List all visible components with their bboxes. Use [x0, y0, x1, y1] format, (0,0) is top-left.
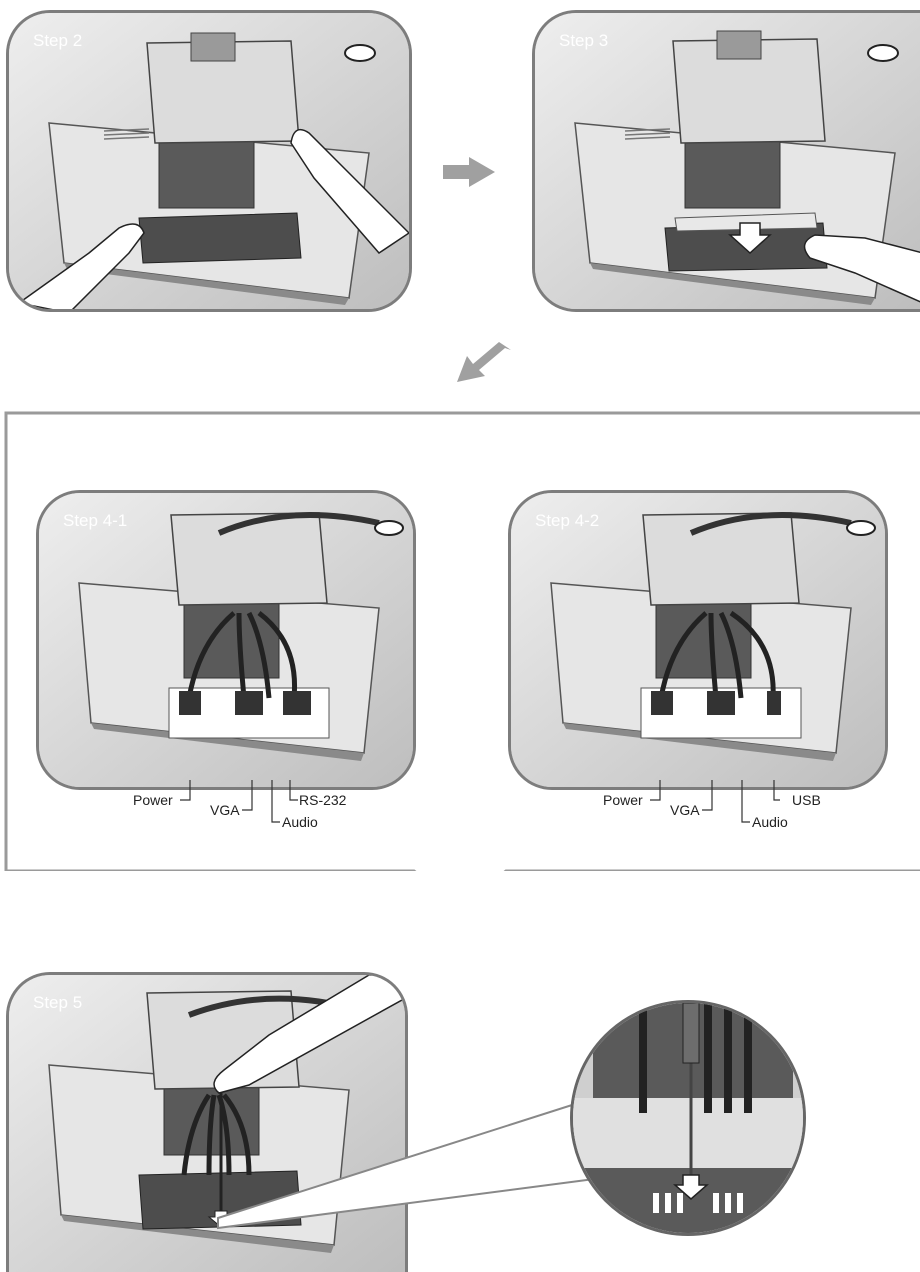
step4-1-illustration — [39, 493, 416, 790]
step4-2-label: Step 4-2 — [535, 511, 599, 531]
step4-2-panel: Step 4-2 — [508, 490, 888, 790]
step4-2-illustration — [511, 493, 888, 790]
right-arrow-icon — [443, 157, 495, 187]
step2-label: Step 2 — [33, 31, 82, 51]
step3-illustration — [535, 13, 920, 312]
step4-1-audio-label: Audio — [282, 814, 318, 830]
zoom-detail-circle — [570, 1000, 806, 1236]
io-cover — [139, 213, 301, 263]
cable-hole-icon — [345, 45, 375, 61]
step4-1-panel: Step 4-1 — [36, 490, 416, 790]
step2-panel: Step 2 — [6, 10, 412, 312]
step4-2-usb-label: USB — [792, 792, 821, 808]
step5-label: Step 5 — [33, 993, 82, 1013]
step2-illustration — [9, 13, 412, 312]
stand-neck — [159, 138, 254, 208]
cable-hole-icon — [868, 45, 898, 61]
step4-2-power-label: Power — [603, 792, 643, 808]
step4-1-vga-label: VGA — [210, 802, 240, 818]
step5-illustration — [9, 975, 408, 1272]
step3-panel: Step 3 — [532, 10, 920, 312]
step4-2-audio-label: Audio — [752, 814, 788, 830]
step4-2-vga-label: VGA — [670, 802, 700, 818]
step4-1-label: Step 4-1 — [63, 511, 127, 531]
step5-panel: Step 5 — [6, 972, 408, 1272]
step4-1-rs232-label: RS-232 — [299, 792, 346, 808]
step3-label: Step 3 — [559, 31, 608, 51]
down-left-arrow-icon — [455, 342, 511, 382]
step4-1-power-label: Power — [133, 792, 173, 808]
